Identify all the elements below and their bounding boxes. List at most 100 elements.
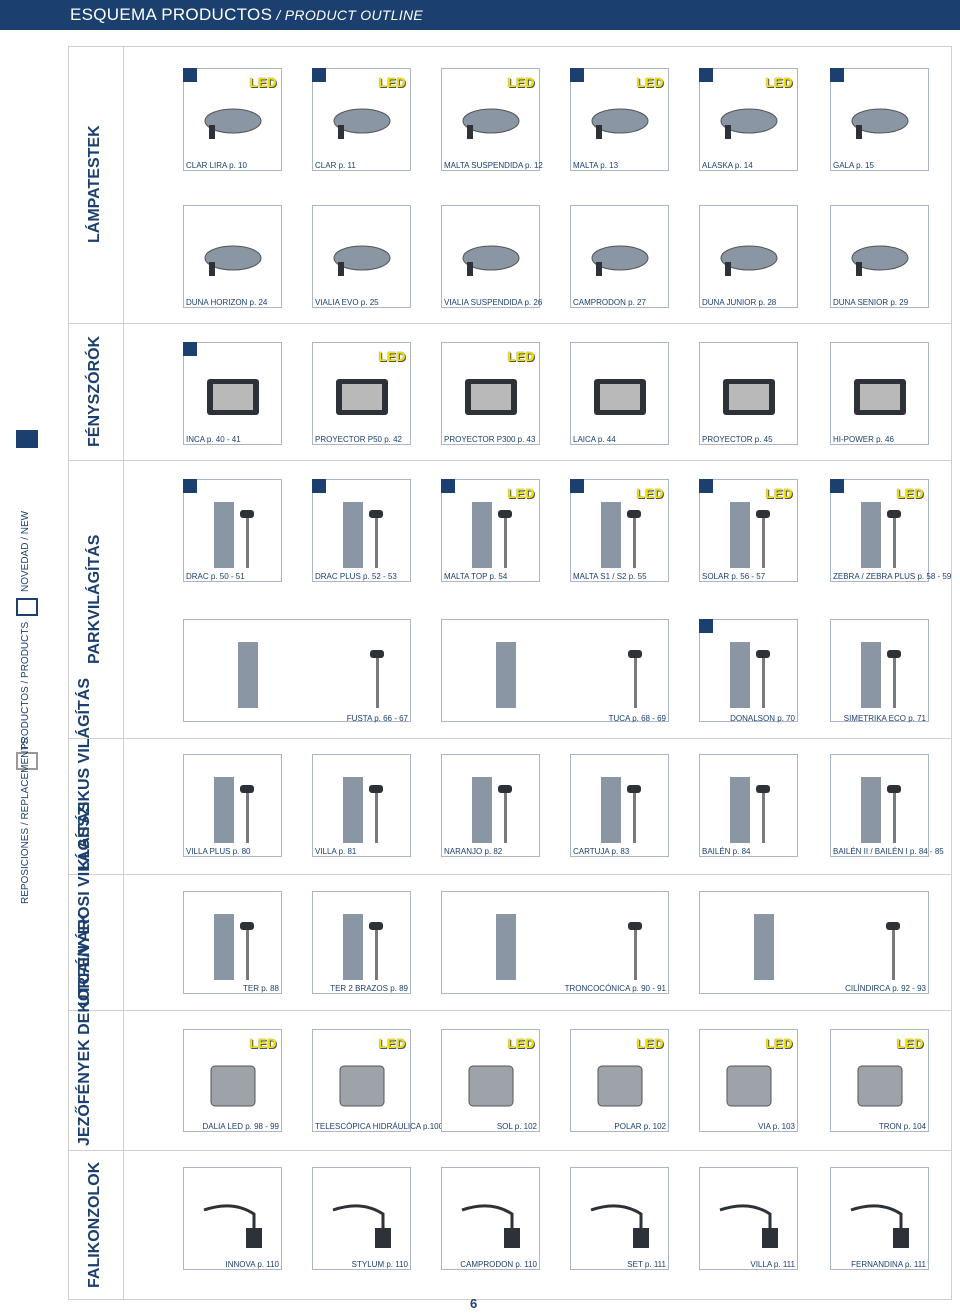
luminaire-image [333,245,391,276]
product-card [830,205,929,308]
product-image [845,1190,915,1256]
product-caption: SIMETRIKA ECO p. 71 [843,714,926,723]
product-card [312,1167,411,1270]
product-card: LED [570,479,669,582]
product-caption: VILLA p. 111 [750,1260,795,1269]
product-caption: FUSTA p. 66 - 67 [346,714,408,723]
product-image [714,1052,784,1118]
luminaire-image [730,642,770,708]
product-card [441,619,669,722]
product-card [312,754,411,857]
legend-products: PRODUCTOS / PRODUCTS [20,621,31,750]
product-caption: DRAC p. 50 - 51 [186,572,245,581]
luminaire-image [333,108,391,139]
legend: NOVEDAD / NEW PRODUCTOS / PRODUCTS REPOS… [6,430,48,904]
led-badge: LED [249,1036,277,1051]
luminaire-image [591,245,649,276]
product-caption: DUNA SENIOR p. 29 [833,298,909,307]
product-caption: TRON p. 104 [878,1122,926,1131]
luminaire-image [726,1065,772,1107]
product-image [198,365,268,431]
product-card: LED [699,479,798,582]
product-image [585,228,655,294]
product-image [198,1052,268,1118]
product-card [699,891,929,994]
product-caption: NARANJO p. 82 [444,847,503,856]
luminaire-image [332,1204,391,1248]
luminaire-image [723,379,775,415]
product-caption: SOLAR p. 56 - 57 [702,572,766,581]
product-card: LED [183,68,282,171]
section-fenyszorok: FÉNYSZÓRÓK [70,323,122,460]
product-caption: PROYECTOR P300 p. 43 [444,435,536,444]
product-image [714,228,784,294]
luminaire-image [336,379,388,415]
product-caption: PROYECTOR P50 p. 42 [315,435,402,444]
product-image [327,777,397,843]
product-caption: ALASKA p. 14 [702,161,753,170]
product-caption: PROYECTOR p. 45 [702,435,773,444]
product-image [585,777,655,843]
product-image [456,365,526,431]
page-number: 6 [470,1296,478,1311]
product-image [456,1190,526,1256]
luminaire-image [210,1065,256,1107]
product-caption: DRAC PLUS p. 52 - 53 [315,572,397,581]
product-image [327,1190,397,1256]
product-card [312,479,411,582]
product-image [327,914,397,980]
product-image [714,502,784,568]
row-divider [68,874,952,875]
product-card [183,205,282,308]
row-divider [68,460,952,461]
product-card [699,1167,798,1270]
luminaire-image [730,777,770,843]
new-product-marker [830,68,844,82]
led-badge: LED [896,1036,924,1051]
product-card [699,754,798,857]
luminaire-image [207,379,259,415]
product-caption: VIALIA EVO p. 25 [315,298,379,307]
product-caption: SET p. 111 [627,1260,666,1269]
product-caption: SOL p. 102 [496,1122,537,1131]
row-divider [68,323,952,324]
product-caption: ZEBRA / ZEBRA PLUS p. 58 - 59 [833,572,952,581]
luminaire-image [238,642,384,708]
product-card [183,754,282,857]
new-product-marker [699,479,713,493]
product-image [845,228,915,294]
luminaire-image [857,1065,903,1107]
product-image [327,228,397,294]
product-image [327,502,397,568]
new-product-marker [183,479,197,493]
luminaire-image [465,379,517,415]
product-image [845,777,915,843]
product-image [327,1052,397,1118]
section-falikonzolok: FALIKONZOLOK [70,1150,122,1300]
product-image [327,365,397,431]
row-divider [68,1150,952,1151]
product-caption: MALTA TOP p. 54 [444,572,508,581]
product-caption: VIA p. 103 [758,1122,795,1131]
product-image [714,1190,784,1256]
new-product-marker [183,342,197,356]
product-image [585,91,655,157]
product-image [585,1052,655,1118]
section-lampatestek: LÁMPATESTEK [70,46,122,323]
luminaire-image [496,642,642,708]
product-card: LED [183,1029,282,1132]
section-jezo: JEZŐFÉNYEK DEKORFÉNYEK [70,912,122,1150]
product-card: LED [830,1029,929,1132]
product-caption: BAILÉN p. 84 [702,847,751,856]
product-card [441,1167,540,1270]
product-card: LED [441,68,540,171]
luminaire-image [496,914,642,980]
section-label: LÁMPATESTEK [86,125,103,244]
product-card [830,342,929,445]
luminaire-image [601,777,641,843]
luminaire-image [851,245,909,276]
product-caption: VILLA PLUS p. 80 [186,847,251,856]
product-card [830,1167,929,1270]
product-image [198,91,268,157]
product-card [441,205,540,308]
